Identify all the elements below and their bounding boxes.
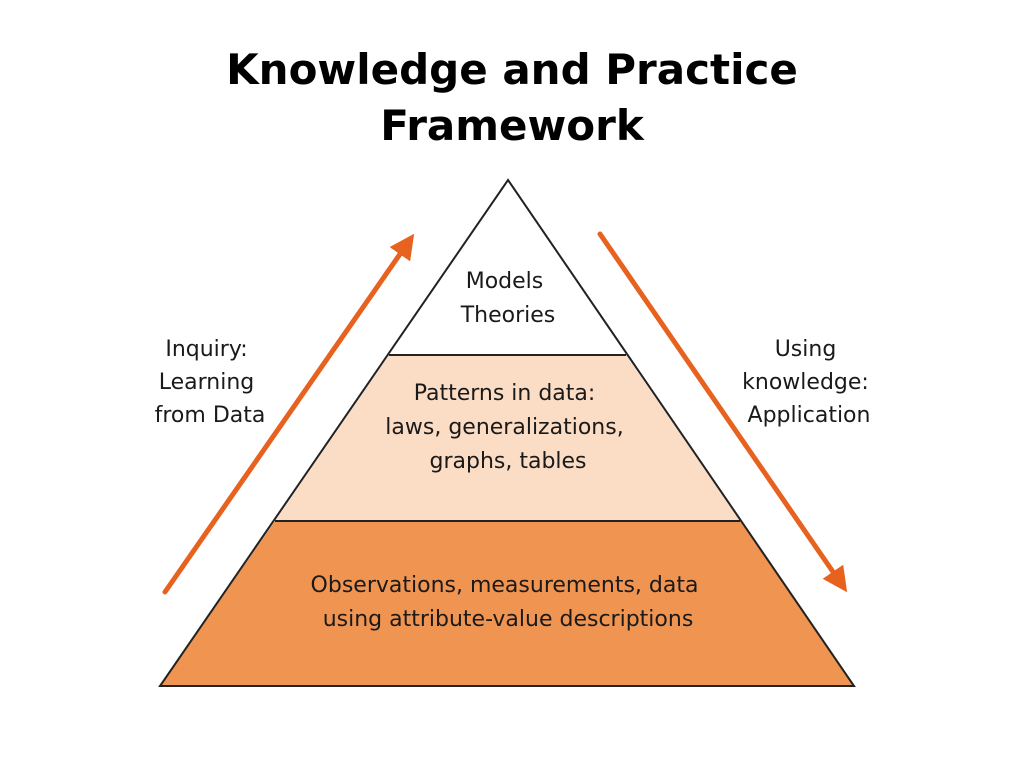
bottom-tier-line-1: Observations, measurements, data xyxy=(311,573,699,598)
title-line-1: Knowledge and Practice xyxy=(226,45,798,94)
middle-tier-label: Patterns in data: laws, generalizations,… xyxy=(385,381,630,474)
application-label-line-2: knowledge: xyxy=(742,370,869,395)
pyramid-tier-bottom xyxy=(160,521,854,686)
pyramid-tier-middle xyxy=(275,355,740,521)
title-line-2: Framework xyxy=(380,101,644,150)
top-tier-line-1: Models xyxy=(466,269,544,294)
pyramid-tier-top xyxy=(389,180,626,355)
top-tier-line-2: Theories xyxy=(460,303,556,328)
slide-title: Knowledge and Practice Framework xyxy=(0,42,1024,154)
arrow-up-right-icon xyxy=(162,233,415,595)
arrow-down-right-icon xyxy=(597,231,848,593)
application-label-line-1: Using xyxy=(775,337,837,362)
inquiry-label: Inquiry: Learning from Data xyxy=(155,337,266,428)
application-label: Using knowledge: Application xyxy=(742,337,876,428)
middle-tier-line-2: laws, generalizations, xyxy=(385,415,623,440)
bottom-tier-label: Observations, measurements, data using a… xyxy=(311,573,706,632)
pyramid-outline xyxy=(158,178,856,687)
application-label-line-3: Application xyxy=(748,403,871,428)
top-tier-label: Models Theories xyxy=(460,269,556,328)
middle-tier-line-3: graphs, tables xyxy=(429,449,586,474)
middle-tier-line-1: Patterns in data: xyxy=(414,381,596,406)
inquiry-label-line-1: Inquiry: xyxy=(165,337,247,362)
inquiry-label-line-2: Learning xyxy=(159,370,255,395)
bottom-tier-line-2: using attribute-value descriptions xyxy=(323,607,694,632)
inquiry-label-line-3: from Data xyxy=(155,403,266,428)
